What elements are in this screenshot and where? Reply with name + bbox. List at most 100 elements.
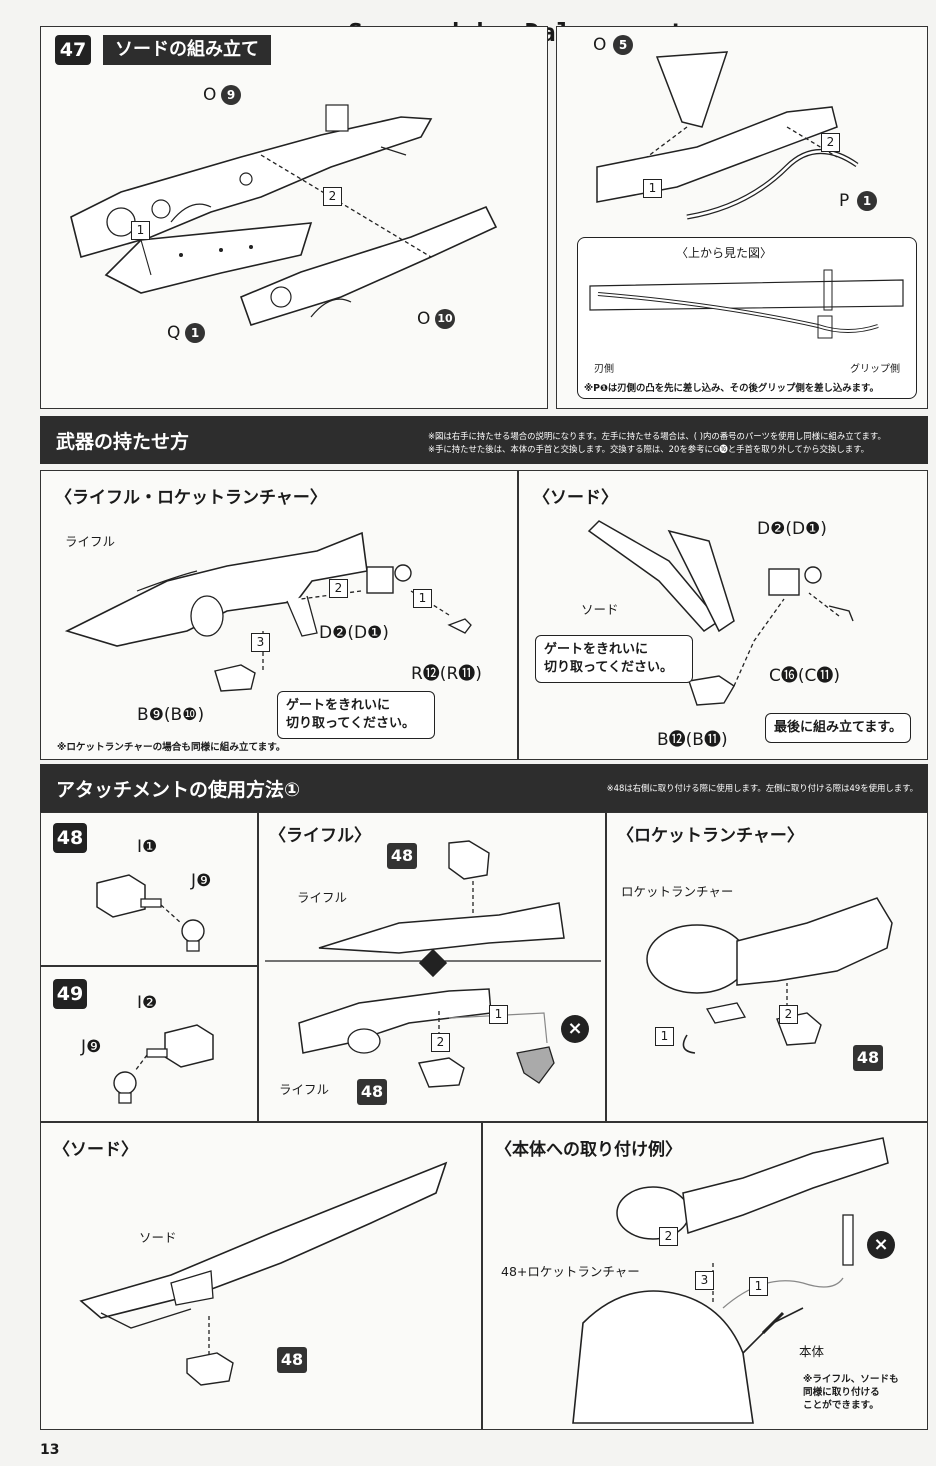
step-number: 48 <box>53 823 87 853</box>
j-code: J❾ <box>81 1037 102 1057</box>
rifle-top-drawing <box>265 840 601 962</box>
last-callout-text: 最後に組み立てます。 <box>774 720 903 735</box>
part-p1-letter: P <box>839 191 850 211</box>
step-box-2: 2 <box>659 1227 678 1246</box>
mount-example-title: 〈本体への取り付け例〉 <box>495 1140 682 1160</box>
badge-48-top: 48 <box>387 843 417 869</box>
badge-48: 48 <box>277 1347 307 1373</box>
i-code: I❷ <box>137 993 158 1013</box>
section-note: ※48は右側に取り付ける際に使用します。左側に取り付ける際は49を使用します。 <box>606 783 918 793</box>
rocket-label: ロケットランチャー <box>621 884 734 899</box>
step-box-1: 1 <box>131 221 150 240</box>
frame-o10-drawing <box>239 205 498 326</box>
sword-hold-drawing <box>587 520 854 706</box>
sword-drawing <box>79 1161 448 1386</box>
r-code: R⓬(R⓫) <box>411 664 482 684</box>
rifle-rocket-title: 〈ライフル・ロケットランチャー〉 <box>55 488 327 508</box>
step-box-2: 2 <box>323 187 342 206</box>
rifle-drawing <box>64 531 368 647</box>
frame-o9-drawing <box>70 104 433 258</box>
step47-hose-panel: O 5 1 2 P 1 〈上から見た図〉 刃側 グリップ側 ※P❶は刃側の凸を先… <box>556 26 928 409</box>
part-r12-drawing <box>447 618 472 634</box>
step49-drawing <box>113 1024 214 1104</box>
sword-hold-panel: 〈ソード〉 ソード D❷(D❶) C⓰(C⓫) B⓬(B⓫) ゲートをきれいに … <box>518 470 928 760</box>
badge-48-bottom: 48 <box>357 1079 387 1105</box>
mount-example-panel: 〈本体への取り付け例〉 48+ロケットランチャー 2 3 1 × 本体 ※ライフ… <box>482 1122 928 1430</box>
c-code: C⓰(C⓫) <box>769 666 841 686</box>
step-box-2: 2 <box>329 579 348 598</box>
part-b9-drawing <box>214 664 256 692</box>
step48-panel: 48 I❶ J❾ <box>40 812 258 966</box>
section-note: ※図は右手に持たせる場合の説明になります。左手に持たせる場合は、( )内の番号の… <box>428 430 918 456</box>
step-box-3: 3 <box>695 1271 714 1290</box>
step-number: 47 <box>55 35 91 65</box>
i-code: I❶ <box>137 837 158 857</box>
body-label: 本体 <box>799 1344 825 1359</box>
blade-q1-drawing <box>104 222 313 294</box>
step-number: 49 <box>53 979 87 1009</box>
b-code-right: B⓬(B⓫) <box>657 730 728 750</box>
part-p1-number: 1 <box>857 191 877 211</box>
inset-title: 〈上から見た図〉 <box>676 246 773 260</box>
note-line-1: ※図は右手に持たせる場合の説明になります。左手に持たせる場合は、( )内の番号の… <box>428 431 886 441</box>
rifle-label: ライフル <box>297 890 348 905</box>
prohibited-icon: × <box>561 1015 589 1043</box>
blade-side-label: 刃側 <box>594 364 614 375</box>
step48-drawing <box>96 874 205 952</box>
rifle-bottom-drawing <box>298 988 555 1088</box>
step-box-1: 1 <box>413 589 432 608</box>
rifle-label: ライフル <box>65 534 116 549</box>
weapons-section-header: 武器の持たせ方 ※図は右手に持たせる場合の説明になります。左手に持たせる場合は、… <box>40 416 928 464</box>
b-code: B❾(B❿) <box>137 705 205 725</box>
rifle-attach-panel: 〈ライフル〉 48 ライフル 1 2 × ライフル 48 <box>258 812 606 1122</box>
top-view-drawing <box>589 269 904 339</box>
part-o5-number: 5 <box>613 35 633 55</box>
part-o10-number: 10 <box>435 309 455 329</box>
sword-label: ソード <box>581 602 619 617</box>
step47-panel: 47 ソードの組み立て O 9 Q 1 O 10 1 2 <box>40 26 548 409</box>
rocket-drawing <box>646 897 893 1054</box>
sword-attach-panel: 〈ソード〉 ソード 48 <box>40 1122 482 1430</box>
part-d2-drawing <box>366 564 412 594</box>
gate-callout-right-text: ゲートをきれいに 切り取ってください。 <box>544 642 673 675</box>
step-box-1: 1 <box>489 1005 508 1024</box>
rocket-attach-panel: 〈ロケットランチャー〉 ロケットランチャー 1 2 48 <box>606 812 928 1122</box>
mount-note: ※ライフル、ソードも 同様に取り付ける ことができます。 <box>803 1374 899 1411</box>
sword-label: ソード <box>139 1230 177 1245</box>
top-view-inset: 〈上から見た図〉 刃側 グリップ側 ※P❶は刃側の凸を先に差し込み、その後グリッ… <box>577 237 917 399</box>
rocket-note: ※ロケットランチャーの場合も同様に組み立てます。 <box>57 742 286 753</box>
part-o10-letter: O <box>417 309 431 329</box>
mount-label: 48+ロケットランチャー <box>501 1264 640 1279</box>
grip-side-label: グリップ側 <box>850 364 900 375</box>
note-line-2: ※手に持たせた後は、本体の手首と交換します。交換する際は、20を参考にG⓰と手首… <box>428 444 869 454</box>
part-q1-letter: Q <box>167 323 181 343</box>
step-box-1: 1 <box>655 1027 674 1046</box>
attachment-section-header: アタッチメントの使用方法① ※48は右側に取り付ける際に使用します。左側に取り付… <box>40 764 928 812</box>
step-box-1: 1 <box>749 1277 768 1296</box>
inset-note: ※P❶は刃側の凸を先に差し込み、その後グリップ側を差し込みます。 <box>584 383 879 394</box>
rifle-label-bottom: ライフル <box>279 1082 330 1097</box>
j-code: J❾ <box>191 871 212 891</box>
section-title: アタッチメントの使用方法① <box>56 779 301 801</box>
sword-attach-title: 〈ソード〉 <box>53 1140 138 1160</box>
step-title: ソードの組み立て <box>103 35 271 65</box>
d-code: D❷(D❶) <box>319 623 389 643</box>
prohibited-icon: × <box>867 1231 895 1259</box>
assembly-arrows <box>130 154 432 258</box>
last-callout: 最後に組み立てます。 <box>765 713 912 743</box>
part-o5-letter: O <box>593 35 607 55</box>
gate-callout: ゲートをきれいに 切り取ってください。 <box>277 691 435 739</box>
rifle-rocket-panel: 〈ライフル・ロケットランチャー〉 ライフル 2 1 3 D❷(D❶) R⓬(R⓫… <box>40 470 518 760</box>
badge-48: 48 <box>853 1045 883 1071</box>
gate-callout-right: ゲートをきれいに 切り取ってください。 <box>535 635 693 683</box>
page-number: 13 <box>40 1442 60 1458</box>
step49-panel: 49 I❷ J❾ <box>40 966 258 1122</box>
rifle-attach-title: 〈ライフル〉 <box>269 826 371 846</box>
part-o9-number: 9 <box>221 85 241 105</box>
sword-hold-title: 〈ソード〉 <box>533 488 618 508</box>
step-box-2: 2 <box>821 133 840 152</box>
step-box-2: 2 <box>779 1005 798 1024</box>
part-q1-number: 1 <box>185 323 205 343</box>
mount-drawing <box>572 1137 889 1424</box>
hose-assembly-drawing <box>596 51 859 220</box>
